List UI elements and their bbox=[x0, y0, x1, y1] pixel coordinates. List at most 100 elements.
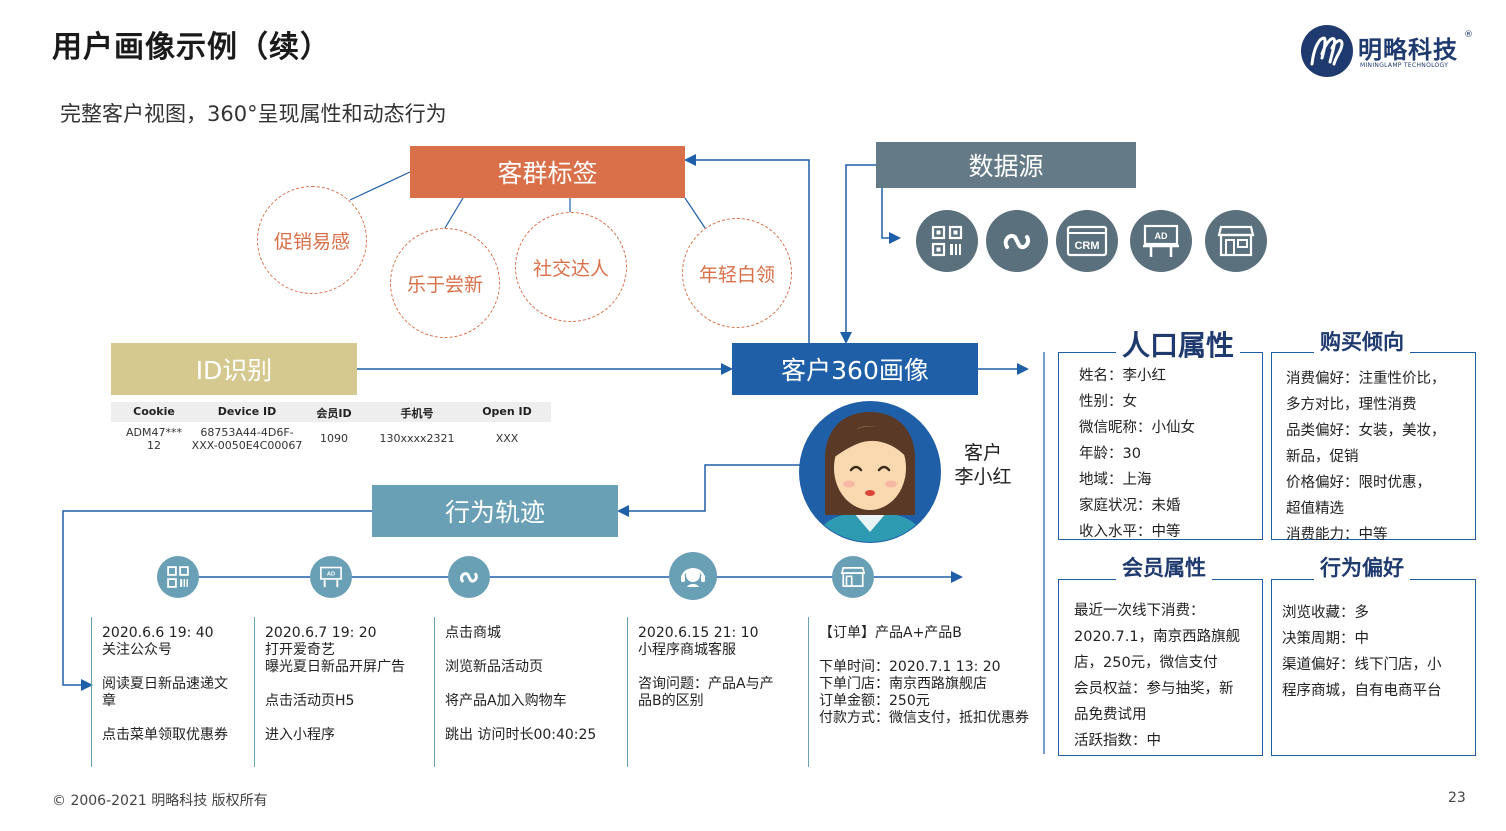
id-col-openid: Open ID bbox=[482, 405, 532, 418]
company-logo: 明略科技 ® MININGLAMP TECHNOLOGY bbox=[1300, 24, 1480, 80]
id-cell-phone: 130xxxx2321 bbox=[379, 432, 455, 445]
id-col-phone: 手机号 bbox=[400, 407, 434, 420]
timeline-line: 订单金额：250元 bbox=[819, 693, 930, 709]
demographics-row: 姓名：李小红 bbox=[1079, 368, 1166, 384]
customer-360-banner: 客户360画像 bbox=[732, 343, 978, 395]
timeline-mini-program-icon bbox=[448, 556, 490, 598]
member-row: 店，250元，微信支付 bbox=[1074, 655, 1218, 671]
timeline-line: 浏览新品活动页 bbox=[445, 659, 543, 675]
timeline-line bbox=[102, 659, 251, 676]
purchase-title: 购买倾向 bbox=[1314, 326, 1410, 356]
id-col-member: 会员ID bbox=[316, 407, 352, 420]
member-body: 最近一次线下消费： 2020.7.1，南京西路旗舰店，250元，微信支付会员权益：… bbox=[1074, 598, 1240, 754]
customer-tags-banner: 客群标签 bbox=[410, 146, 685, 198]
timeline-customer-service-icon bbox=[669, 552, 717, 600]
timeline-line bbox=[445, 676, 604, 693]
timeline-billboard-icon: AD bbox=[310, 556, 352, 598]
timeline-line: 阅读夏日新品速递文 bbox=[102, 676, 228, 692]
id-cell-device: 68753A44-4D6F-XXX-0050E4C00067 bbox=[191, 426, 303, 452]
timeline-line: 关注公众号 bbox=[102, 642, 172, 658]
timeline-line bbox=[265, 710, 432, 727]
preference-row: 决策周期：中 bbox=[1282, 631, 1369, 647]
data-source-banner: 数据源 bbox=[876, 142, 1136, 188]
member-row: 品免费试用 bbox=[1074, 707, 1147, 723]
preference-body: 浏览收藏：多决策周期：中渠道偏好：线下门店，小程序商城，自有电商平台 bbox=[1282, 600, 1442, 704]
timeline-line: 下单门店：南京西路旗舰店 bbox=[819, 676, 987, 692]
demographics-row: 收入水平：中等 bbox=[1079, 524, 1181, 540]
member-row: 会员权益：参与抽奖，新 bbox=[1074, 681, 1234, 697]
timeline-line bbox=[638, 659, 797, 676]
id-col-cookie: Cookie bbox=[133, 405, 175, 418]
timeline-line: 【订单】产品A+产品B bbox=[819, 625, 962, 641]
store-icon bbox=[1205, 210, 1267, 272]
preference-row: 程序商城，自有电商平台 bbox=[1282, 683, 1442, 699]
demographics-row: 地域：上海 bbox=[1079, 472, 1152, 488]
timeline-qr-icon bbox=[157, 556, 199, 598]
timeline-line: 点击活动页H5 bbox=[265, 693, 355, 709]
crm-icon: CRM bbox=[1056, 210, 1118, 272]
member-row: 2020.7.1，南京西路旗舰 bbox=[1074, 629, 1241, 645]
purchase-row: 消费能力：中等 bbox=[1286, 527, 1388, 543]
demographics-row: 微信昵称：小仙女 bbox=[1079, 420, 1195, 436]
timeline-line bbox=[102, 710, 251, 727]
qr-code-icon bbox=[916, 210, 978, 272]
logo-registered: ® bbox=[1464, 30, 1473, 40]
member-row: 活跃指数：中 bbox=[1074, 733, 1161, 749]
demographics-title: 人口属性 bbox=[1116, 324, 1241, 364]
demographics-row: 年龄：30 bbox=[1079, 446, 1141, 462]
timeline-ad-text: AD bbox=[327, 572, 335, 578]
id-cell-cookie: ADM47***12 bbox=[126, 426, 182, 452]
preference-row: 浏览收藏：多 bbox=[1282, 605, 1369, 621]
page-number: 23 bbox=[1448, 790, 1466, 806]
id-cell-member: 1090 bbox=[320, 432, 348, 445]
billboard-ad-icon: AD bbox=[1130, 210, 1192, 272]
crm-text: CRM bbox=[1074, 240, 1099, 252]
purchase-row: 价格偏好：限时优惠， bbox=[1286, 475, 1431, 491]
purchase-row: 消费偏好：注重性价比， bbox=[1286, 371, 1446, 387]
timeline-line: 章 bbox=[102, 693, 116, 709]
timeline-line: 小程序商城客服 bbox=[638, 642, 736, 658]
tag-social-expert: 社交达人 bbox=[515, 212, 627, 322]
timeline-line: 打开爱奇艺 bbox=[265, 642, 335, 658]
timeline-line: 付款方式：微信支付，抵扣优惠券 bbox=[819, 710, 1029, 726]
timeline-line: 进入小程序 bbox=[265, 727, 335, 743]
member-row: 最近一次线下消费： bbox=[1074, 603, 1205, 619]
timeline-line bbox=[445, 642, 604, 659]
purchase-row: 新品，促销 bbox=[1286, 449, 1359, 465]
page-title: 用户画像示例（续） bbox=[52, 30, 331, 65]
tag-promo-sensitive: 促销易感 bbox=[257, 186, 367, 294]
timeline-line bbox=[445, 710, 604, 727]
timeline-line: 下单时间：2020.7.1 13: 20 bbox=[819, 659, 1001, 675]
ad-text: AD bbox=[1155, 231, 1168, 241]
timeline-line: 2020.6.15 21: 10 bbox=[638, 625, 759, 641]
timeline-line bbox=[819, 642, 1043, 659]
id-col-device: Device ID bbox=[217, 405, 277, 418]
purchase-row: 多方对比，理性消费 bbox=[1286, 397, 1417, 413]
timeline-line: 将产品A加入购物车 bbox=[445, 693, 567, 709]
timeline-line: 曝光夏日新品开屏广告 bbox=[265, 659, 405, 675]
timeline-line: 咨询问题：产品A与产 bbox=[638, 676, 774, 692]
timeline-line: 点击菜单领取优惠券 bbox=[102, 727, 228, 743]
logo-name: 明略科技 bbox=[1358, 36, 1458, 64]
id-cell-openid: XXX bbox=[495, 432, 519, 445]
timeline-line: 品B的区别 bbox=[638, 693, 704, 709]
preference-row: 渠道偏好：线下门店，小 bbox=[1282, 657, 1442, 673]
customer-label: 客户 李小红 bbox=[954, 442, 1012, 488]
timeline-line: 2020.6.7 19: 20 bbox=[265, 625, 377, 641]
tag-young-professional: 年轻白领 bbox=[682, 218, 792, 328]
purchase-body: 消费偏好：注重性价比， 多方对比，理性消费品类偏好：女装，美妆， 新品，促销价格偏好… bbox=[1286, 366, 1446, 548]
timeline-line bbox=[265, 676, 432, 693]
behavior-trail-banner: 行为轨迹 bbox=[372, 485, 618, 537]
timeline-col-3: 点击商城浏览新品活动页将产品A加入购物车跳出 访问时长00:40:25 bbox=[434, 617, 604, 767]
purchase-row: 超值精选 bbox=[1286, 501, 1344, 517]
timeline-line: 点击商城 bbox=[445, 625, 501, 641]
footer-copyright: © 2006-2021 明略科技 版权所有 bbox=[52, 793, 268, 809]
purchase-row: 品类偏好：女装，美妆， bbox=[1286, 423, 1446, 439]
logo-english: MININGLAMP TECHNOLOGY bbox=[1360, 62, 1449, 69]
page-subtitle: 完整客户视图，360°呈现属性和动态行为 bbox=[60, 102, 447, 126]
